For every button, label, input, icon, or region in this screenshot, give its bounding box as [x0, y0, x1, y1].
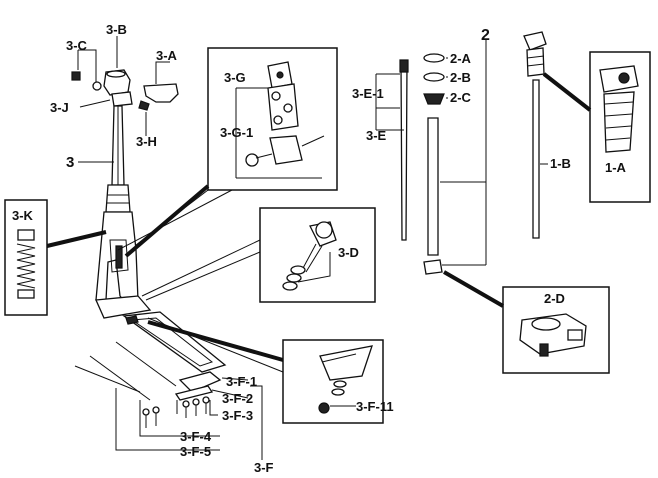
label-2-a: 2-A — [450, 51, 472, 66]
spring-3-k — [16, 229, 36, 299]
clamp-2-d-small — [423, 259, 443, 275]
label-3-f-1: 3-F-1 — [226, 374, 257, 389]
label-3-f-3: 3-F-3 — [222, 408, 253, 423]
label-3-g: 3-G — [224, 70, 246, 85]
bracket-3-a — [143, 83, 179, 103]
label-3-b: 3-B — [106, 22, 127, 37]
inset-connectors — [46, 72, 592, 362]
label-3-e: 3-E — [366, 128, 387, 143]
clamp-2-d — [519, 313, 587, 357]
label-3: 3 — [66, 154, 74, 171]
chain-assembly-3-g — [245, 61, 325, 167]
label-3-f-4: 3-F-4 — [180, 429, 212, 444]
detail-1-a — [599, 65, 639, 153]
label-3-a: 3-A — [156, 48, 178, 63]
screw-3-c — [71, 71, 102, 91]
label-2-b: 2-B — [450, 70, 471, 85]
label-3-j: 3-J — [50, 100, 69, 115]
tube-2 — [427, 117, 439, 256]
beater-3-f-11 — [318, 345, 373, 414]
rod-3-e — [400, 61, 408, 241]
spring-hook-3-d — [282, 221, 337, 291]
label-3-f: 3-F — [254, 460, 274, 475]
label-2: 2 — [481, 27, 490, 44]
label-3-h: 3-H — [136, 134, 157, 149]
rod-1-b — [532, 79, 540, 239]
label-1-a: 1-A — [605, 160, 627, 175]
label-3-f-5: 3-F-5 — [180, 444, 211, 459]
label-3-g-1: 3-G-1 — [220, 125, 253, 140]
label-3-d: 3-D — [338, 245, 359, 260]
label-3-e-1: 3-E-1 — [352, 86, 384, 101]
label-2-c: 2-C — [450, 90, 472, 105]
label-3-f-2: 3-F-2 — [222, 391, 253, 406]
label-3-f-11: 3-F-11 — [356, 399, 394, 414]
part-labels: 2 2-A 2-B 2-C 2-D 1-A 1-B 3 3-A 3-B 3-C … — [12, 22, 627, 475]
heel-plate-parts — [174, 371, 222, 418]
pin-3-h — [138, 100, 150, 111]
label-1-b: 1-B — [550, 156, 571, 171]
inset-3-d-box — [259, 207, 376, 303]
label-3-c: 3-C — [66, 38, 88, 53]
pedal-post-assembly — [95, 69, 227, 373]
top-part-1-a — [523, 31, 547, 77]
label-3-k: 3-K — [12, 208, 34, 223]
beater-rods — [74, 341, 177, 428]
parts-2-a-2-b-2-c — [423, 53, 445, 105]
label-2-d: 2-D — [544, 291, 565, 306]
